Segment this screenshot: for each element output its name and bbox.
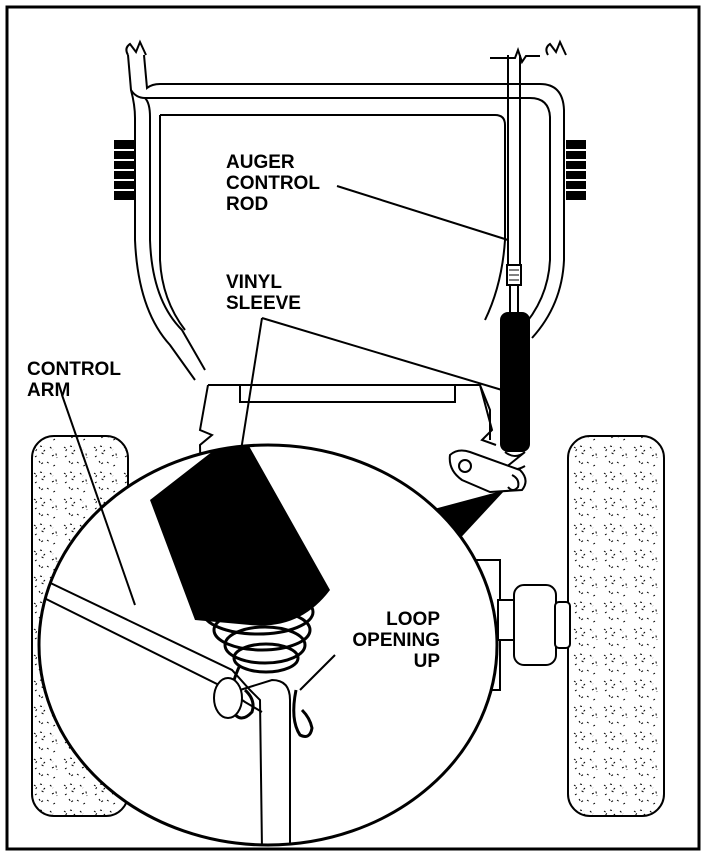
zoom-control-arm: [39, 577, 314, 845]
label-vinyl-sleeve: VINYL SLEEVE: [226, 272, 301, 314]
left-knob: [114, 140, 134, 200]
leader-control-arm: [61, 394, 136, 606]
leader-lines: [61, 185, 509, 691]
leader-vinyl-sleeve-top: [261, 317, 503, 391]
label-loop-opening-up: LOOP OPENING UP: [352, 609, 440, 672]
vinyl-sleeve: [500, 312, 530, 452]
zoom-detail: [39, 445, 330, 845]
auger-control-rod: [506, 55, 522, 316]
label-auger-control-rod: AUGER CONTROL ROD: [226, 152, 320, 215]
axle-hub: [497, 584, 571, 666]
label-control-arm: CONTROL ARM: [27, 359, 121, 401]
right-wheel: [567, 435, 665, 817]
frame-border: [5, 5, 701, 851]
right-knob: [566, 140, 586, 200]
leader-auger-rod: [336, 185, 509, 241]
leader-vinyl-sleeve-zoom: [229, 317, 263, 521]
control-arm-bracket: [448, 449, 527, 494]
leader-loop: [299, 654, 336, 691]
